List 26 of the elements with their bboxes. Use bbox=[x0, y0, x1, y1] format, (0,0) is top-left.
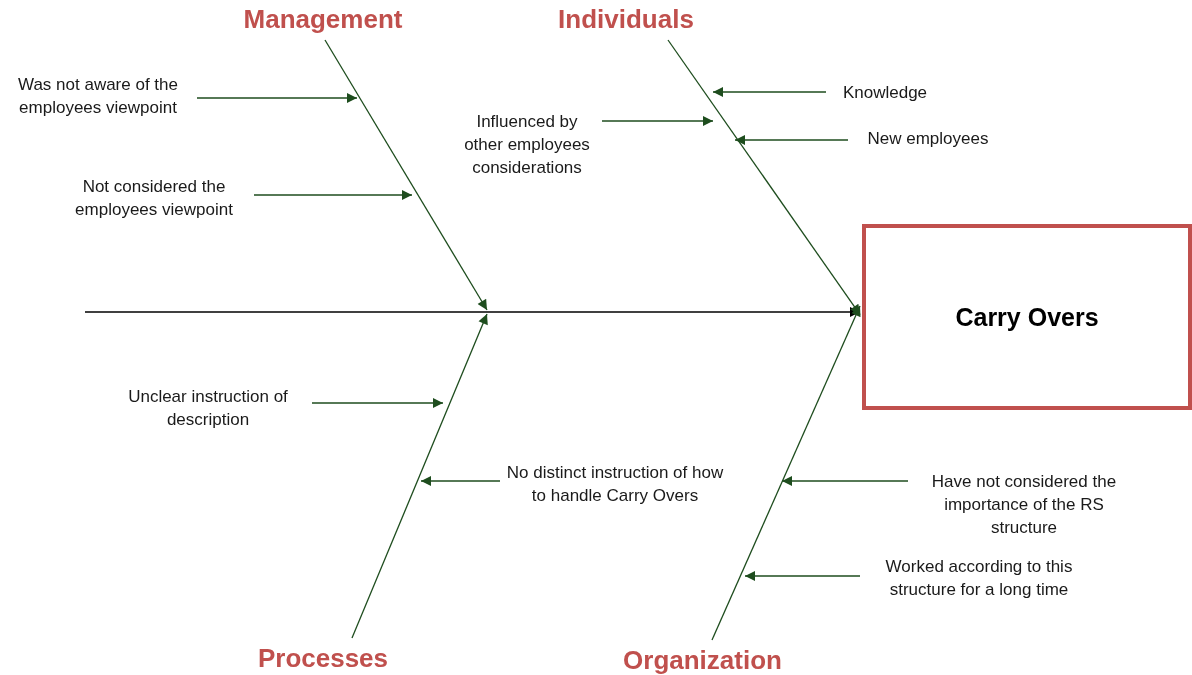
cause-label: Worked according to this structure for a long time bbox=[864, 554, 1094, 602]
cause-label: Influenced by other employees considerations bbox=[456, 108, 598, 180]
cause-label: Have not considered the importance of the RS structure bbox=[912, 468, 1136, 540]
arrow bbox=[196, 93, 358, 103]
cause-label: No distinct instruction of how to handle Carry Overs bbox=[504, 460, 726, 508]
arrow bbox=[420, 476, 501, 486]
category-label: Organization bbox=[610, 644, 795, 675]
category-label: Management bbox=[233, 2, 413, 36]
arrow bbox=[744, 571, 861, 581]
arrow bbox=[253, 190, 413, 200]
cause-label: Not considered the employees viewpoint bbox=[58, 174, 250, 222]
effect-box: Carry Overs bbox=[862, 224, 1192, 410]
cause-label: Unclear instruction of description bbox=[108, 384, 308, 432]
arrow bbox=[781, 476, 909, 486]
arrow bbox=[712, 87, 827, 97]
category-label: Processes bbox=[248, 642, 398, 674]
arrow bbox=[351, 313, 488, 639]
cause-label: Was not aware of the employees viewpoint bbox=[3, 72, 193, 120]
category-label: Individuals bbox=[546, 2, 706, 36]
cause-label: New employees bbox=[852, 126, 1004, 150]
arrow bbox=[324, 39, 488, 311]
cause-label: Knowledge bbox=[830, 80, 940, 104]
arrow bbox=[601, 116, 714, 126]
arrow bbox=[311, 398, 444, 408]
arrow bbox=[711, 305, 861, 641]
arrow bbox=[734, 135, 849, 145]
